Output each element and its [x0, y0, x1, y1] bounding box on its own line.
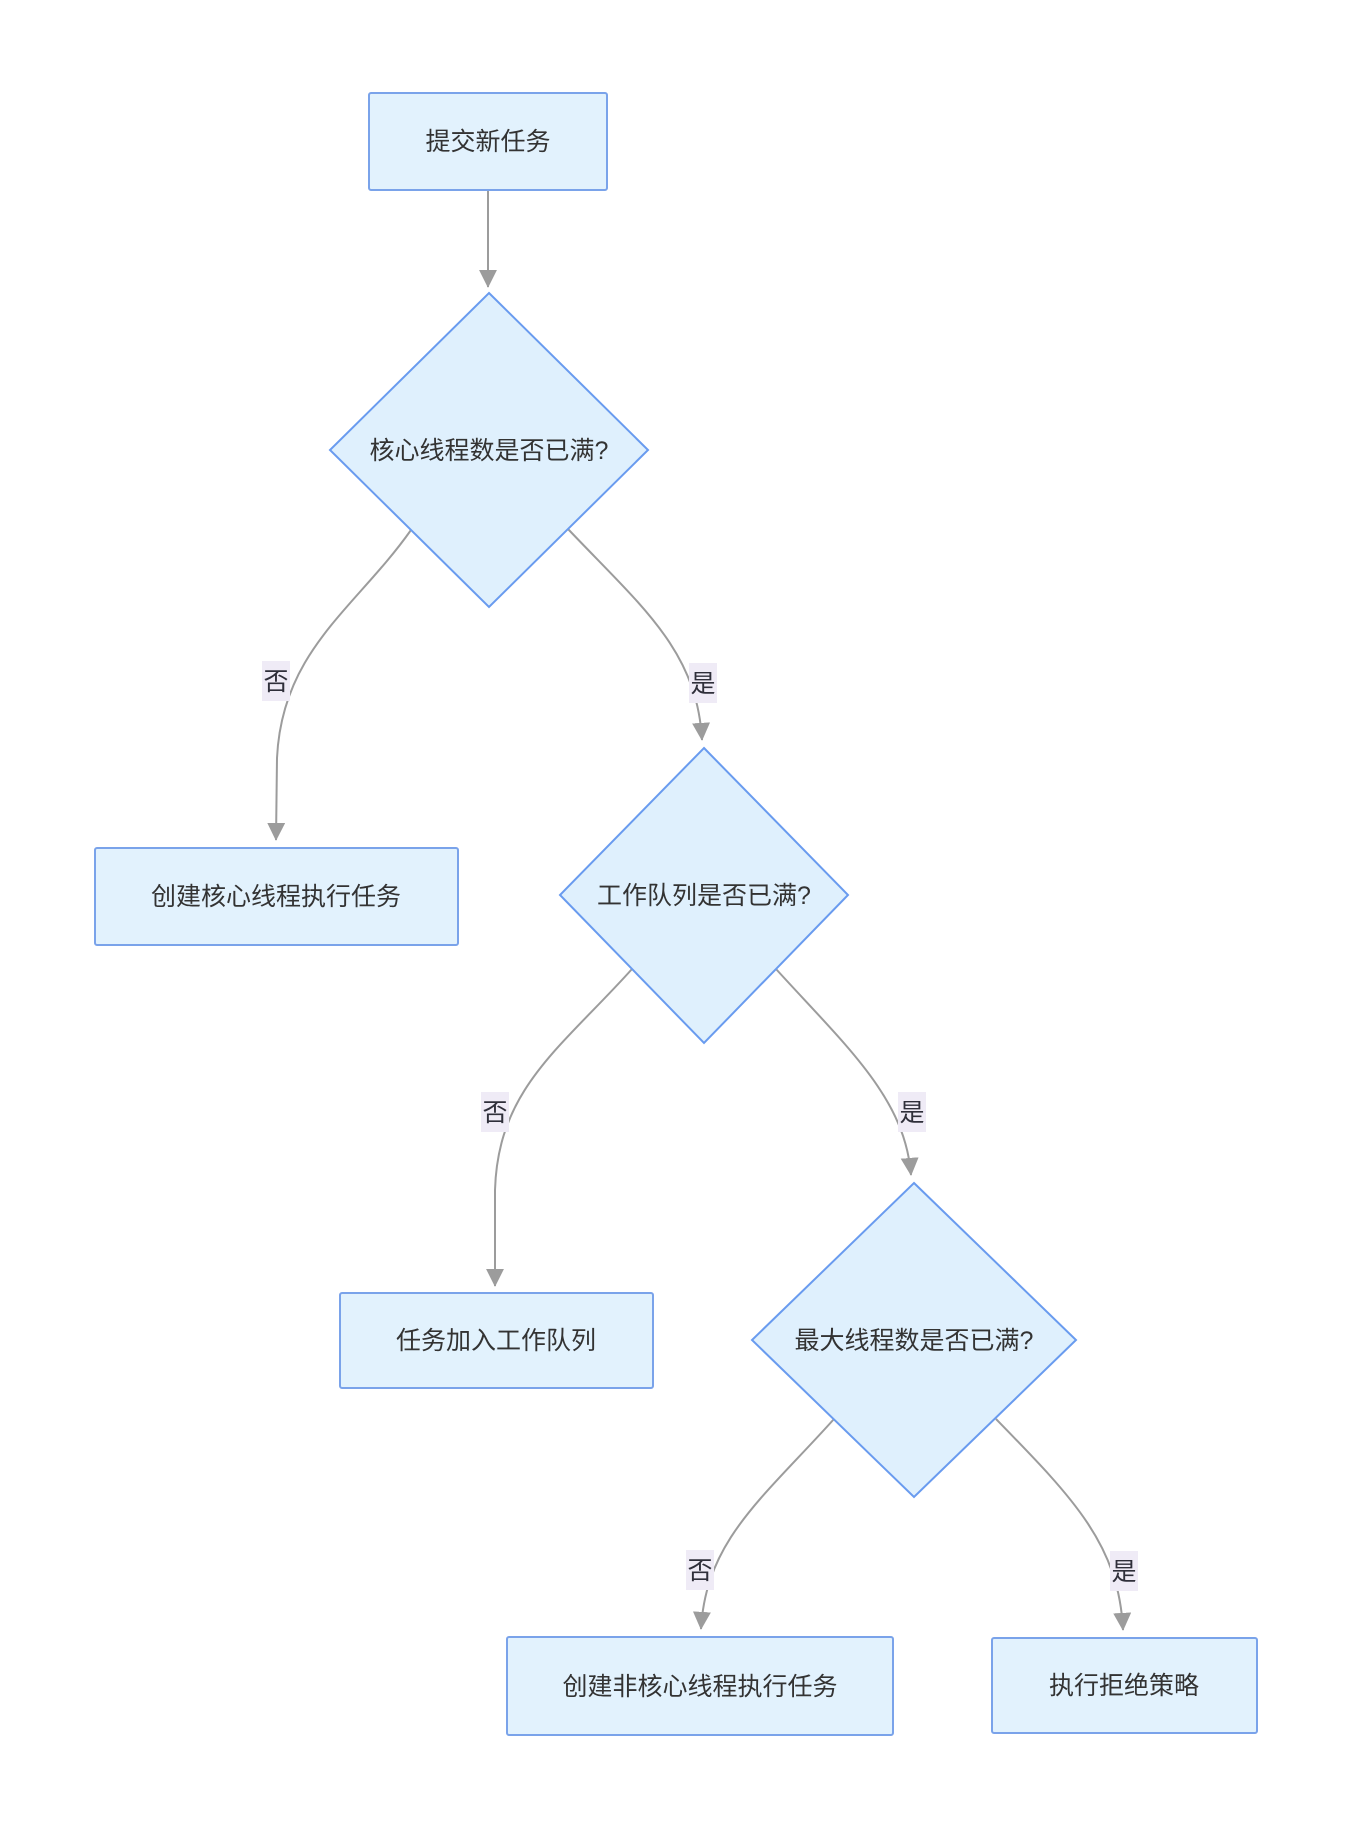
edge-label-corefull-yes: 是 [689, 663, 717, 703]
node-execute-rejection-policy: 执行拒绝策略 [991, 1637, 1258, 1734]
node-execute-rejection-policy-shape [991, 1637, 1258, 1734]
node-create-noncore-thread-shape [506, 1636, 894, 1736]
edge-label-queuefull-no-bg [481, 1092, 509, 1132]
edge-label-maxfull-yes-bg [1110, 1551, 1138, 1591]
edge-label-maxfull-no-bg [686, 1550, 714, 1590]
edge-queuefull-yes [775, 968, 919, 1176]
node-create-core-thread-shape [94, 847, 459, 946]
decision-core-threads-full-shape [328, 291, 650, 609]
node-create-noncore-thread: 创建非核心线程执行任务 [506, 1636, 894, 1736]
edge-label-corefull-no-bg [262, 661, 290, 701]
edge-label-queuefull-yes-text: 是 [899, 1099, 924, 1127]
decision-max-threads-full-shape [750, 1181, 1078, 1499]
decision-work-queue-full: 工作队列是否已满? [558, 746, 850, 1045]
edge-label-corefull-yes-text: 是 [690, 670, 715, 698]
edge-corefull-no [267, 529, 412, 841]
decision-core-threads-full: 核心线程数是否已满? [328, 291, 650, 609]
node-create-core-thread-label: 创建核心线程执行任务 [151, 883, 401, 911]
edge-label-corefull-no-text: 否 [263, 668, 288, 696]
decision-max-threads-full-label: 最大线程数是否已满? [795, 1327, 1034, 1355]
node-submit-task-label: 提交新任务 [425, 128, 550, 156]
decision-work-queue-full-shape [558, 746, 850, 1045]
edge-label-corefull-no: 否 [262, 661, 290, 701]
node-create-noncore-thread-label: 创建非核心线程执行任务 [562, 1673, 837, 1701]
decision-core-threads-full-label: 核心线程数是否已满? [370, 437, 609, 465]
edge-corefull-yes [567, 528, 711, 741]
decision-work-queue-full-label: 工作队列是否已满? [597, 882, 811, 910]
edge-maxfull-no [692, 1418, 835, 1630]
node-execute-rejection-policy-label: 执行拒绝策略 [1049, 1672, 1199, 1700]
edge-label-queuefull-no-text: 否 [482, 1099, 507, 1127]
node-enqueue-task-shape [339, 1292, 654, 1389]
edge-label-maxfull-no: 否 [686, 1550, 714, 1590]
edge-label-queuefull-yes-bg [898, 1092, 926, 1132]
edge-label-maxfull-yes: 是 [1110, 1551, 1138, 1591]
edge-label-queuefull-no: 否 [481, 1092, 509, 1132]
decision-max-threads-full: 最大线程数是否已满? [750, 1181, 1078, 1499]
node-submit-task-shape [368, 92, 608, 191]
node-enqueue-task: 任务加入工作队列 [339, 1292, 654, 1389]
edge-label-maxfull-yes-text: 是 [1111, 1558, 1136, 1586]
edge-label-corefull-yes-bg [689, 663, 717, 703]
edge-maxfull-yes [995, 1418, 1132, 1631]
node-create-core-thread: 创建核心线程执行任务 [94, 847, 459, 946]
edge-queuefull-no [486, 968, 633, 1287]
edge-label-queuefull-yes: 是 [898, 1092, 926, 1132]
edge-label-maxfull-no-text: 否 [687, 1557, 712, 1585]
node-enqueue-task-label: 任务加入工作队列 [396, 1327, 596, 1355]
node-submit-task: 提交新任务 [368, 92, 608, 191]
